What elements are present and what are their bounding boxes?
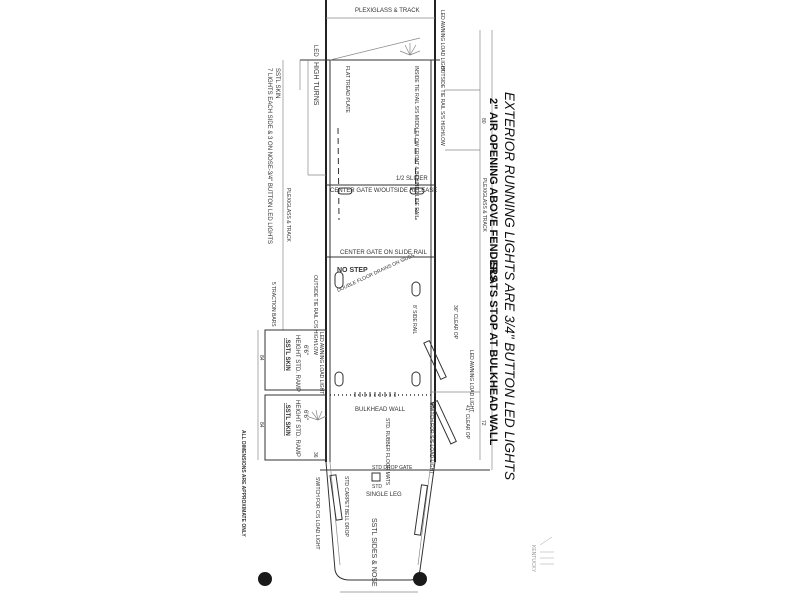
ramp-boxes <box>257 329 327 461</box>
dim-72: 72 <box>480 420 486 426</box>
outside-tie-rail-top-label: OUTSIDE TIE RAIL S/S HIGH/LOW <box>439 66 445 146</box>
clear-36-label: 36" CLEAR OP <box>452 305 458 340</box>
dim-80: 80 <box>480 118 486 124</box>
note-lights-count: 7 LIGHTS EACH SIDE & 3 ON NOSE-3/4" BUTT… <box>266 68 272 244</box>
note-approx: ALL DIMENSIONS ARE APPROXIMATE ONLY <box>240 430 246 537</box>
ramp-1-text: 6'6" HEIGHT STD. RAMP .SSTL SKIN <box>284 335 308 392</box>
flat-tread-label: FLAT TREAD PLATE <box>344 66 350 114</box>
ramp-height: 6'6" <box>302 345 308 355</box>
clear-41-label: 41" CLEAR OP <box>464 405 470 440</box>
traction-bars-label: 5 TRACTION BARS <box>270 282 276 327</box>
ramp-skin: .SSTL SKIN <box>284 403 290 436</box>
center-gate-slide-label: CENTER GATE ON SLIDE RAIL <box>340 250 428 256</box>
plexiglass-left-label: PLEXIGLASS & TRACK <box>285 188 291 242</box>
switch-cs-label: SWITCH FOR C/S LOAD LIGHT <box>314 477 320 550</box>
inside-tie-rail-label: INSIDE TIE RAIL S/S MIDDLE/LOW FRONT & B… <box>413 66 419 219</box>
ramp-skin: .SSTL SKIN <box>284 338 290 371</box>
note-air-opening: 2" AIR OPENING ABOVE FENDERS <box>487 98 499 282</box>
logo-text: KENTUCKY <box>530 545 536 573</box>
std-rubber-label: STD. RUBBER FLOOR MATS <box>384 418 390 486</box>
carpet-label: STD CARPET BELL DROP <box>343 476 349 538</box>
ramp-height: 6'6" <box>302 410 308 420</box>
half-slider-label: 1/2 SLIDER <box>396 176 428 182</box>
note-sstl-skin: SSTL SKIN <box>274 68 280 98</box>
led-awning-right-label: LED AWNING LOAD LIGHT <box>468 350 474 412</box>
high-turns-label: HIGH TURNS <box>312 62 319 106</box>
sstl-sides-label: SSTL SIDES & NOSE <box>370 518 377 587</box>
header-label: PLEXIGLASS & TRACK <box>355 8 420 14</box>
dim-36: 36 <box>312 452 318 458</box>
dim-84-a: 84 <box>258 355 264 361</box>
plexiglass-right-label: PLEXIGLASS & TRACK <box>481 178 487 232</box>
led-load-left-label: LED AWNING LOAD LIGHT <box>318 332 324 394</box>
note-exterior-lights: EXTERIOR RUNNING LIGHTS ARE 3/4" BUTTON … <box>502 92 517 480</box>
ramp-2-text: 6'6" HEIGHT STD. RAMP .SSTL SKIN <box>284 400 308 457</box>
no-step-label: NO STEP <box>337 267 368 274</box>
bulkhead-wall-label: BULKHEAD WALL <box>355 407 406 413</box>
single-leg-label: SINGLE LEG <box>366 492 402 498</box>
manufacturer-logo: KENTUCKY <box>530 536 554 573</box>
hitch-dot-right <box>413 572 427 586</box>
led-awning-top-label: LED AWNING LOAD LIGHT <box>439 10 445 72</box>
note-slats-stop: SLATS STOP AT BULKHEAD WALL <box>487 262 499 446</box>
hitch-dot-left <box>258 572 272 586</box>
light-icon <box>308 43 421 421</box>
std-drop-gate-label: STD DROP GATE <box>372 465 413 471</box>
center-gate-release-label: CENTER GATE W/OUTSIDE RELEASE <box>330 188 437 194</box>
ramp-text: HEIGHT STD. RAMP <box>294 400 300 457</box>
switch-ss-label: SWITCH FOR S/S LOAD LIGHT <box>428 402 434 474</box>
ramp-text: HEIGHT STD. RAMP <box>294 335 300 392</box>
slide-rail-label: 8' SIDE RAIL <box>411 305 417 335</box>
std-label: STD <box>372 484 382 490</box>
led-label: LED <box>312 45 318 57</box>
trailer-outline <box>282 0 493 593</box>
dim-84-b: 84 <box>258 422 264 428</box>
outside-tie-rail-label: OUTSIDE TIE RAIL C/S HIGH/LOW <box>312 275 318 355</box>
